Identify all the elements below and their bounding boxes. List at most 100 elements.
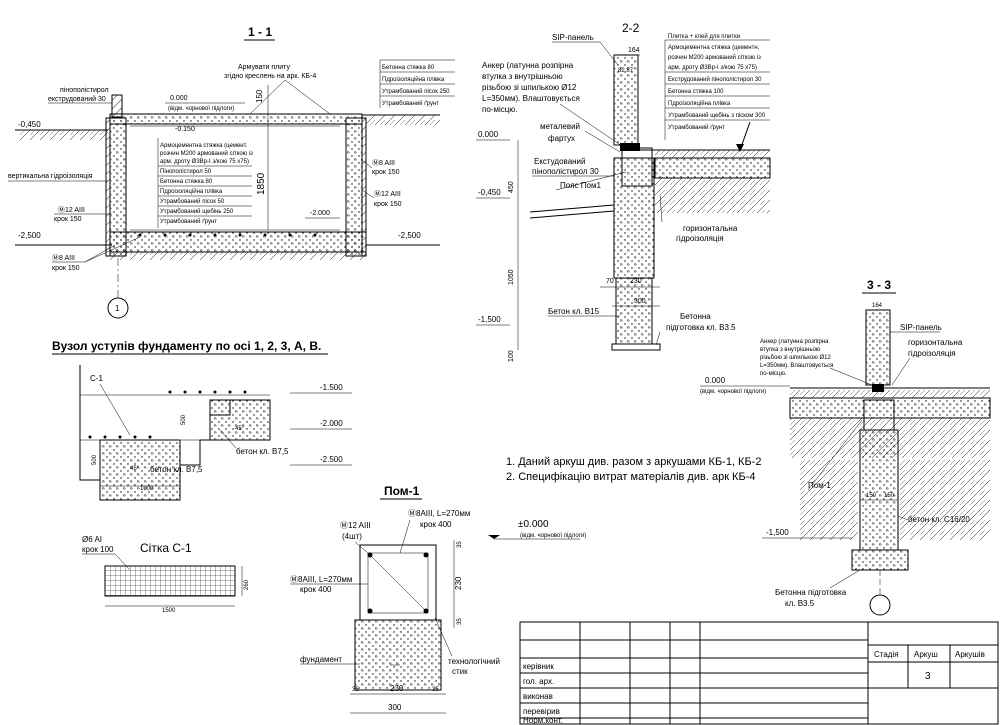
- legend-c-4: Бетонна стяжка 80: [160, 179, 213, 185]
- dim-164-3-3: 164: [872, 303, 883, 309]
- dim-pom1-35b: 35: [457, 618, 463, 625]
- foundation-3-3: [859, 429, 899, 551]
- label-pom1-r8left: Ⓜ8AIII, L=270мм: [290, 575, 352, 584]
- label-prep-3-3-0: Бетонна підготовка: [775, 588, 847, 597]
- axis-circle-1: [107, 297, 129, 319]
- section-1-1: 1 - 1 150 1850 0.000: [8, 25, 455, 319]
- label-horiz-3-3-1: гідроізоляція: [908, 349, 956, 358]
- label-rebar-8a-step: крок 150: [52, 265, 80, 272]
- legend-c-1: розчин М200 армований сіткою із: [160, 150, 253, 157]
- label-metal-0: металевий: [540, 122, 580, 131]
- label-anchor-3-3-2: різьбою зі шпилькою Ø12: [760, 355, 831, 361]
- label-pom1-r8top-step: крок 400: [420, 520, 452, 529]
- legend-c-7: Утрамбований щебінь 250: [160, 208, 234, 215]
- axis-label-1: 1: [115, 304, 120, 313]
- axis-circle-3-3: [869, 594, 891, 616]
- dim-1000: 1000: [140, 486, 154, 492]
- level-2500-steps: -2.500: [320, 455, 343, 464]
- legend-c-8: Утрамбований ґрунт: [160, 218, 217, 225]
- label-prep-2-2-1: підготовка кл. В3.5: [666, 323, 736, 332]
- label-rebar-8a: Ⓜ8 AIII: [52, 254, 75, 262]
- stamp-header-stage: Стадія: [874, 650, 899, 659]
- legend-22-3: арм. дроту Ø3Вр-І з/кою 75 х75): [668, 65, 757, 71]
- label-anchor-2-2-0: Анкер (латунна розпірна: [482, 61, 574, 70]
- label-rebar-8b-step: крок 150: [372, 169, 400, 176]
- label-mesh-rebar: Ø6 AI: [82, 535, 102, 544]
- dim-230: 230: [630, 278, 642, 285]
- steps-node: Вузол уступів фундаменту по осі 1, 2, 3,…: [52, 339, 352, 501]
- dim-300: 300: [634, 298, 646, 305]
- label-anchor-3-3-3: L=350мм). Влаштовується: [760, 363, 833, 369]
- section-3-3: 3 - 3 164 150 150 SIP-панель горизонталь…: [700, 278, 991, 616]
- stamp-row-3: перевірив: [523, 707, 560, 716]
- legend-2-2: Плитка + клей для плитки Армоцементна ст…: [664, 33, 770, 152]
- level-0450: -0,450: [18, 120, 41, 129]
- dim-70: 70: [606, 278, 614, 285]
- pom1-title: Пом-1: [384, 484, 420, 498]
- label-anchor-3-3-4: по-місцю.: [760, 371, 787, 377]
- level-2500-left: -2,500: [18, 231, 41, 240]
- label-rebar-12a: Ⓜ12 AIII: [58, 206, 85, 214]
- legend-22-7: Утрамбований щебінь з піском 300: [668, 112, 766, 119]
- stamp-row-1: гол. арх.: [523, 677, 554, 686]
- level-0450-2-2: -0,450: [478, 188, 501, 197]
- legend-r-2: Утрамбований пісок 250: [382, 88, 450, 95]
- label-pom1-r12n: (4шт): [342, 532, 362, 541]
- stamp-header-sheet: Аркуш: [914, 650, 938, 659]
- label-foam2: екструдований 30: [48, 95, 106, 103]
- label-rebar-12b-step: крок 150: [374, 201, 402, 208]
- label-vert-hydro: вертикальна гідроізоляція: [8, 172, 93, 180]
- dim-pom1-230h: 230: [390, 684, 404, 693]
- dim-pom1-35d: 35: [432, 687, 439, 693]
- mesh-title: Сітка С-1: [140, 541, 192, 555]
- dim-1500: 1500: [162, 608, 176, 614]
- note-1: 1. Даний аркуш див. разом з аркушами КБ-…: [506, 456, 761, 468]
- label-concrete-3-3: бетон кл. С16/20: [908, 515, 970, 524]
- level-zero-note: (відм. чорнової підлоги): [168, 106, 234, 112]
- legend-22-0: Плитка + клей для плитки: [668, 33, 740, 40]
- dim-pom1-300: 300: [388, 703, 402, 712]
- label-sip-3-3: SIP-панель: [900, 323, 942, 332]
- label-rebar-8b: Ⓜ8 AIII: [372, 159, 395, 167]
- label-anchor-3-3-0: Анкер (латунна розпірна: [760, 339, 829, 345]
- dim-pom1-230v: 230: [454, 576, 463, 590]
- stamp-row-5: Норм.конт.: [523, 716, 563, 725]
- label-armuvaty-2: згідно креслень на арк. КБ-4: [224, 72, 316, 80]
- label-pom-3-3: Пом-1: [808, 481, 831, 490]
- level-zero-3-3: 0.000: [705, 376, 726, 385]
- label-armuvaty-1: Армувати плиту: [238, 64, 290, 71]
- dim-500a: 500: [181, 414, 187, 425]
- label-extr-0: Екстудований: [534, 157, 586, 166]
- dim-82-87: 82 87: [618, 68, 634, 74]
- label-anchor-2-2-1: втулка з внутрішньою: [482, 72, 563, 81]
- label-anchor-2-2-3: L=350мм). Влаштовується: [482, 94, 580, 103]
- dim-150: 150: [255, 89, 264, 103]
- label-anchor-2-2-4: по-місцю.: [482, 105, 518, 114]
- label-belt: Пояс Пом1: [560, 181, 601, 190]
- title-block: керівник гол. арх. виконав перевірив Нор…: [519, 621, 999, 725]
- section-1-1-title: 1 - 1: [248, 25, 272, 39]
- legend-c-0: Армоцементна стяжка (цемент.: [160, 143, 248, 149]
- legend-22-2: розчин М200 армований сіткою із: [668, 54, 761, 61]
- label-prep-2-2-0: Бетонна: [680, 312, 711, 321]
- legend-c-3: Пінополістирол 50: [160, 169, 212, 175]
- section-2-2-title: 2-2: [622, 21, 640, 35]
- dim-150b: 150: [884, 493, 895, 499]
- dim-100: 100: [508, 350, 515, 362]
- legend-r-0: Бетонна стяжка 80: [382, 65, 435, 71]
- steps-rebars: [88, 390, 247, 439]
- label-pom1-r8top: Ⓜ8AIII, L=270мм: [408, 509, 470, 518]
- dim-pom1-35a: 35: [457, 541, 463, 548]
- level-zero: 0.000: [170, 95, 188, 102]
- stamp-row-2: виконав: [523, 692, 553, 701]
- label-concrete-2-2: Бетон кл. В15: [548, 307, 600, 316]
- stamp-row-0: керівник: [523, 662, 554, 671]
- section-3-3-title: 3 - 3: [867, 278, 891, 292]
- dim-260: 260: [244, 579, 250, 590]
- label-anchor-3-3-1: втулка з внутрішньою: [760, 347, 821, 353]
- dim-164: 164: [628, 47, 640, 54]
- label-concrete-steps-b: бетон кл. В7,5: [150, 465, 203, 474]
- dim-pom1-35c: 35: [352, 687, 359, 693]
- deg-45a: 45°: [235, 426, 245, 432]
